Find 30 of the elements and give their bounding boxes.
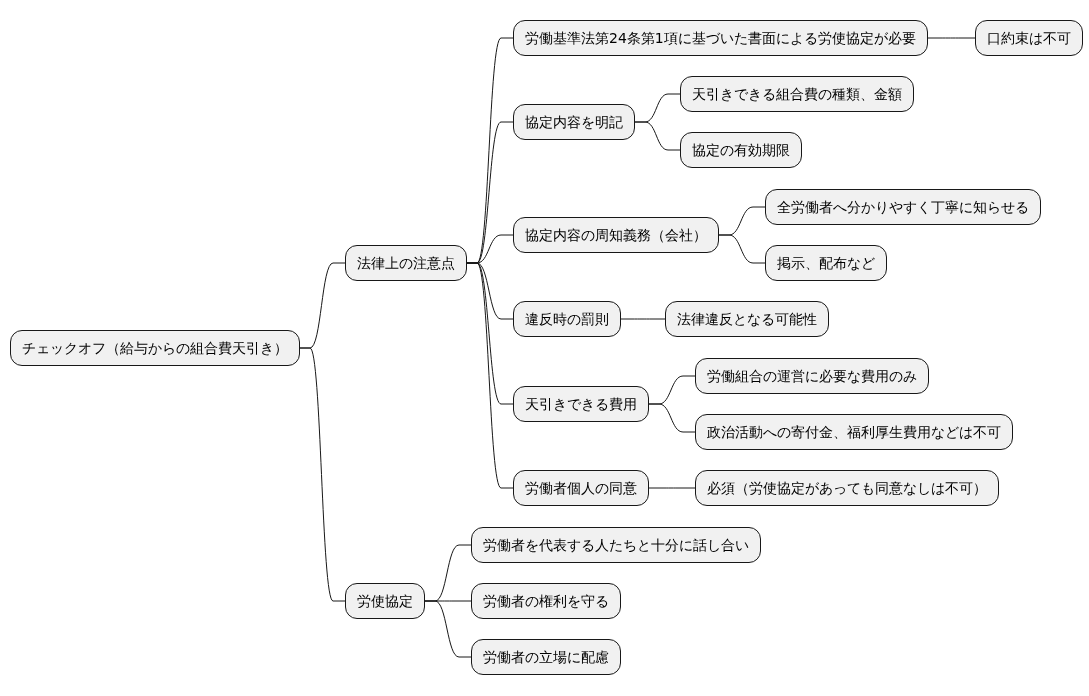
connector-line: [648, 403, 696, 433]
topic-box: 労働者の立場に配慮: [471, 639, 621, 675]
topic-box: 労働者の権利を守る: [471, 583, 621, 619]
connector-line: [424, 600, 472, 658]
connector-line: [620, 318, 666, 320]
topic-box: 協定内容を明記: [513, 104, 635, 140]
topic-box: 労働組合の運営に必要な費用のみ: [695, 358, 929, 394]
topic-box: 全労働者へ分かりやすく丁寧に知らせる: [765, 189, 1041, 225]
connector-line: [927, 37, 976, 39]
topic-box: 違反時の罰則: [513, 301, 621, 337]
topic-box: チェックオフ（給与からの組合費天引き）: [10, 330, 300, 366]
connector-line: [466, 262, 514, 489]
topic-box: 法律上の注意点: [345, 245, 467, 281]
topic-box: 口約束は不可: [975, 20, 1083, 56]
topic-box: 政治活動への寄付金、福利厚生費用などは不可: [695, 414, 1013, 450]
topic-box: 労働基準法第24条第1項に基づいた書面による労使協定が必要: [513, 20, 928, 56]
topic-box: 協定の有効期限: [680, 132, 802, 168]
connector-line: [648, 487, 696, 489]
topic-box: 労使協定: [345, 583, 425, 619]
connector-line: [299, 347, 346, 602]
topic-box: 労働者を代表する人たちと十分に話し合い: [471, 527, 761, 563]
topic-box: 天引きできる費用: [513, 386, 649, 422]
topic-box: 法律違反となる可能性: [665, 301, 829, 337]
topic-box: 労働者個人の同意: [513, 470, 649, 506]
topic-box: 協定内容の周知義務（会社）: [513, 217, 719, 253]
connector-line: [718, 234, 766, 264]
connector-line: [634, 121, 681, 151]
topic-box: 天引きできる組合費の種類、金額: [680, 76, 914, 112]
topic-box: 掲示、配布など: [765, 245, 887, 281]
topic-box: 必須（労使協定があっても同意なしは不可）: [695, 470, 999, 506]
